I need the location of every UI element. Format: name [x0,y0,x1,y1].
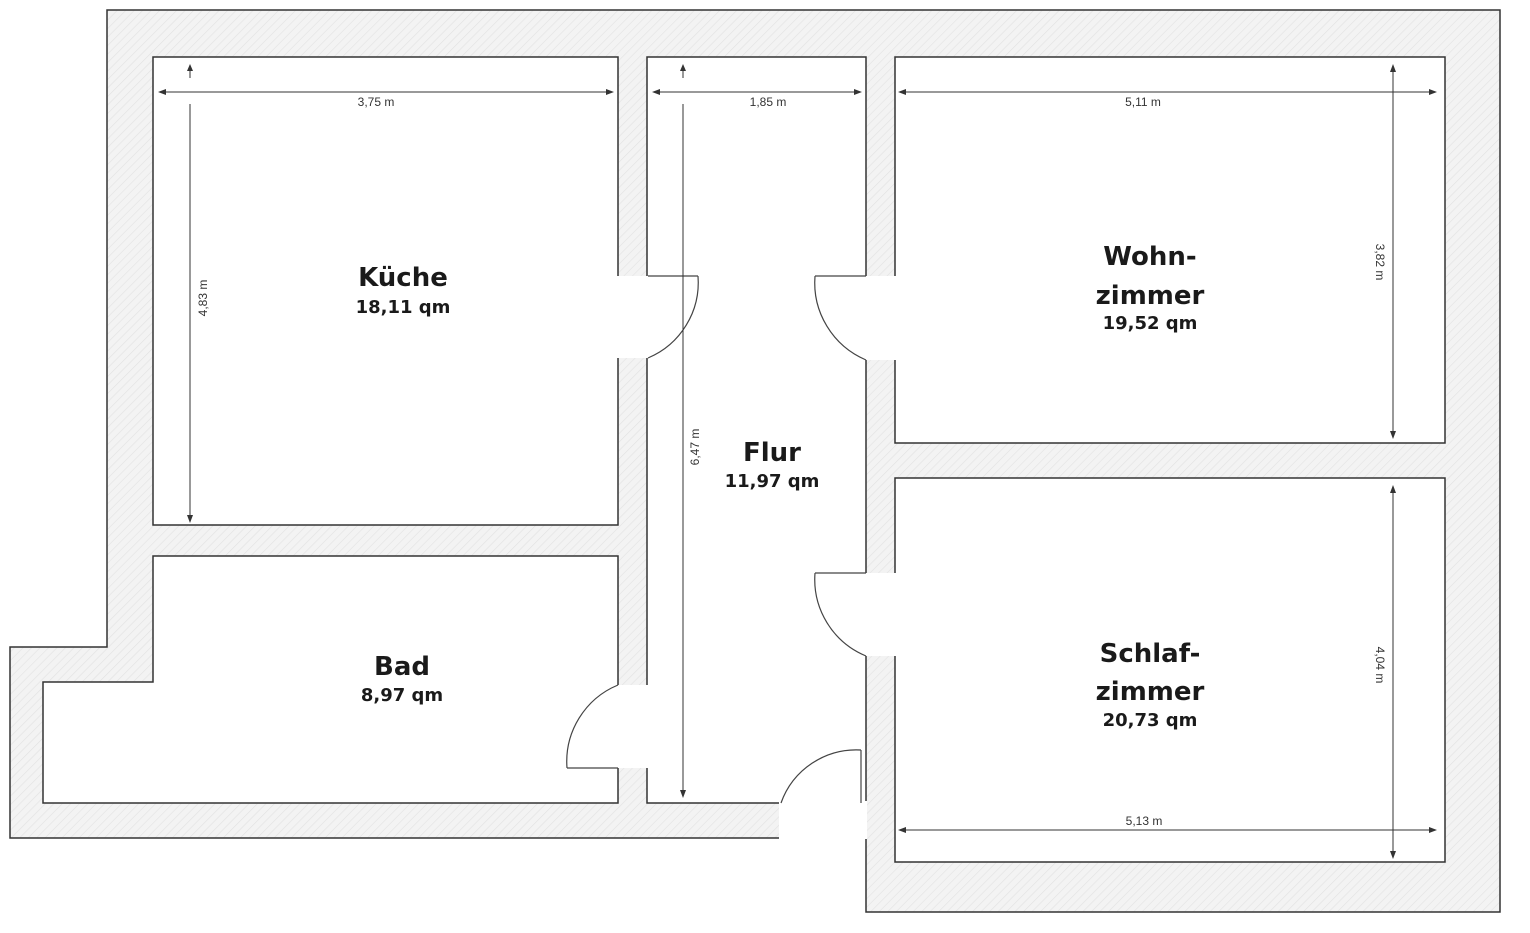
door-swing-kueche [647,275,699,359]
door-swing-entrance [780,749,862,804]
doorway-schlafzimmer [865,573,896,656]
room-area-wohnzimmer: 19,52 qm [1103,313,1198,334]
doorway-bad [617,685,648,768]
dimension-label-flur-width: 1,85 m [750,95,787,109]
room-name-schlafzimmer-line1: Schlaf- [1100,639,1201,669]
doorway-kueche [617,276,648,358]
entrance-opening [779,801,867,839]
dimension-flur-height [680,64,686,798]
room-flur [646,56,867,804]
room-name-flur: Flur [743,438,801,468]
dimension-label-wohnzimmer-width: 5,11 m [1125,95,1161,109]
doorway-wohnzimmer [865,276,896,360]
dimension-schlafzimmer-height [1390,485,1396,859]
room-area-schlafzimmer: 20,73 qm [1103,710,1198,731]
door-swing-wohnzimmer [814,275,867,361]
room-name-wohnzimmer-line1: Wohn- [1103,242,1196,272]
door-swing-bad [566,684,619,769]
room-name-kueche: Küche [358,263,448,293]
dimension-label-schlafzimmer-height: 4,04 m [1373,647,1387,684]
door-swing-schlafzimmer [814,572,867,657]
room-area-bad: 8,97 qm [361,685,443,706]
room-bad [42,555,619,804]
room-name-wohnzimmer-line2: zimmer [1096,281,1205,311]
room-schlafzimmer [894,477,1446,863]
dimension-schlafzimmer-width [898,827,1437,833]
dimension-flur-width [652,89,862,95]
room-area-flur: 11,97 qm [725,471,820,492]
room-wohnzimmer [894,56,1446,444]
dimension-label-kueche-height: 4,83 m [196,280,210,317]
dimension-wohnzimmer-height [1390,64,1396,439]
dimension-kueche-width [158,89,614,95]
room-name-bad: Bad [374,652,430,682]
dimension-kueche-height [187,64,193,523]
dimension-label-wohnzimmer-height: 3,82 m [1373,244,1387,281]
dimension-wohnzimmer-width [898,89,1437,95]
room-kueche [152,56,619,526]
dimension-label-flur-height: 6,47 m [688,429,702,466]
room-name-schlafzimmer-line2: zimmer [1096,677,1205,707]
dimension-label-kueche-width: 3,75 m [358,95,395,109]
room-area-kueche: 18,11 qm [356,297,451,318]
dimension-label-schlafzimmer-width: 5,13 m [1126,814,1163,828]
